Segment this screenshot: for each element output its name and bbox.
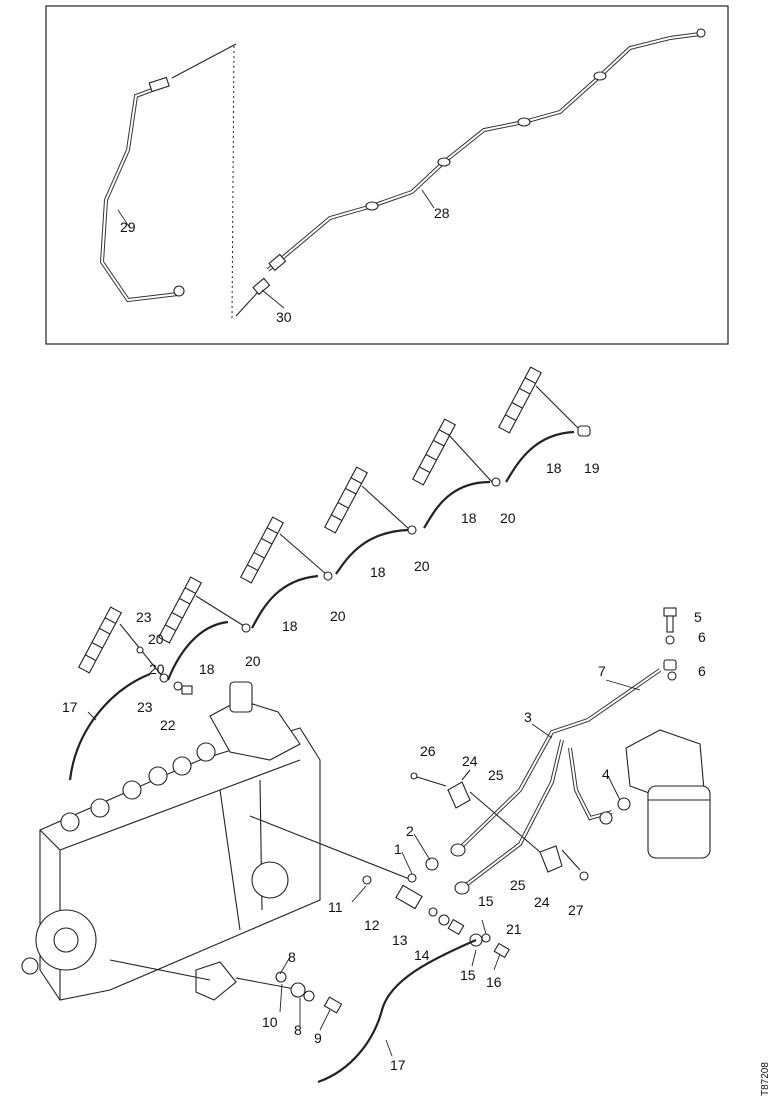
label-21: 21 <box>506 921 522 937</box>
label-24b: 24 <box>534 894 550 910</box>
clips <box>410 769 589 881</box>
label-30: 30 <box>276 309 292 325</box>
label-3: 3 <box>524 709 532 725</box>
label-20b: 20 <box>414 558 430 574</box>
label-18a: 18 <box>546 460 562 476</box>
label-15a: 15 <box>478 893 494 909</box>
label-28: 28 <box>434 205 450 221</box>
top-bolts <box>663 607 677 681</box>
drawing-code: T87208 <box>760 1062 771 1096</box>
fuel-filter <box>599 729 711 859</box>
label-2: 2 <box>406 823 414 839</box>
fuel-pipes <box>317 659 677 1084</box>
label-20c: 20 <box>330 608 346 624</box>
label-24a: 24 <box>462 753 478 769</box>
label-8a: 8 <box>288 949 296 965</box>
label-16: 16 <box>486 974 502 990</box>
label-14: 14 <box>414 947 430 963</box>
label-20f: 20 <box>149 661 165 677</box>
label-19: 19 <box>584 460 600 476</box>
label-20d: 20 <box>245 653 261 669</box>
pump-fittings <box>235 815 510 1014</box>
label-17a: 17 <box>62 699 78 715</box>
label-23a: 23 <box>136 609 152 625</box>
label-25b: 25 <box>510 877 526 893</box>
part-labels: 29 28 30 19 18 20 18 20 18 20 18 20 18 2… <box>62 205 706 1073</box>
label-18e: 18 <box>199 661 215 677</box>
label-25a: 25 <box>488 767 504 783</box>
label-1: 1 <box>394 841 402 857</box>
label-12: 12 <box>364 917 380 933</box>
label-18b: 18 <box>461 510 477 526</box>
label-29: 29 <box>120 219 136 235</box>
injection-pump <box>21 681 321 1001</box>
label-18d: 18 <box>282 618 298 634</box>
label-20e: 20 <box>148 631 164 647</box>
label-6b: 6 <box>698 663 706 679</box>
label-20a: 20 <box>500 510 516 526</box>
label-23b: 23 <box>137 699 153 715</box>
label-4: 4 <box>602 766 610 782</box>
leader-lines <box>87 189 641 1057</box>
label-27: 27 <box>568 902 584 918</box>
label-22: 22 <box>160 717 176 733</box>
label-13: 13 <box>392 932 408 948</box>
label-7: 7 <box>598 663 606 679</box>
label-9: 9 <box>314 1030 322 1046</box>
leak-off-pipes <box>68 385 591 781</box>
label-11: 11 <box>328 899 343 915</box>
label-26: 26 <box>420 743 436 759</box>
label-15b: 15 <box>460 967 476 983</box>
label-6a: 6 <box>698 629 706 645</box>
label-17b: 17 <box>390 1057 406 1073</box>
injectors <box>77 366 543 674</box>
inset-frame <box>45 5 729 345</box>
inset-pipe-29 <box>99 43 237 319</box>
label-8b: 8 <box>294 1022 302 1038</box>
label-10: 10 <box>262 1014 278 1030</box>
label-18c: 18 <box>370 564 386 580</box>
label-5: 5 <box>694 609 702 625</box>
inset-pipe-28 <box>235 28 706 317</box>
